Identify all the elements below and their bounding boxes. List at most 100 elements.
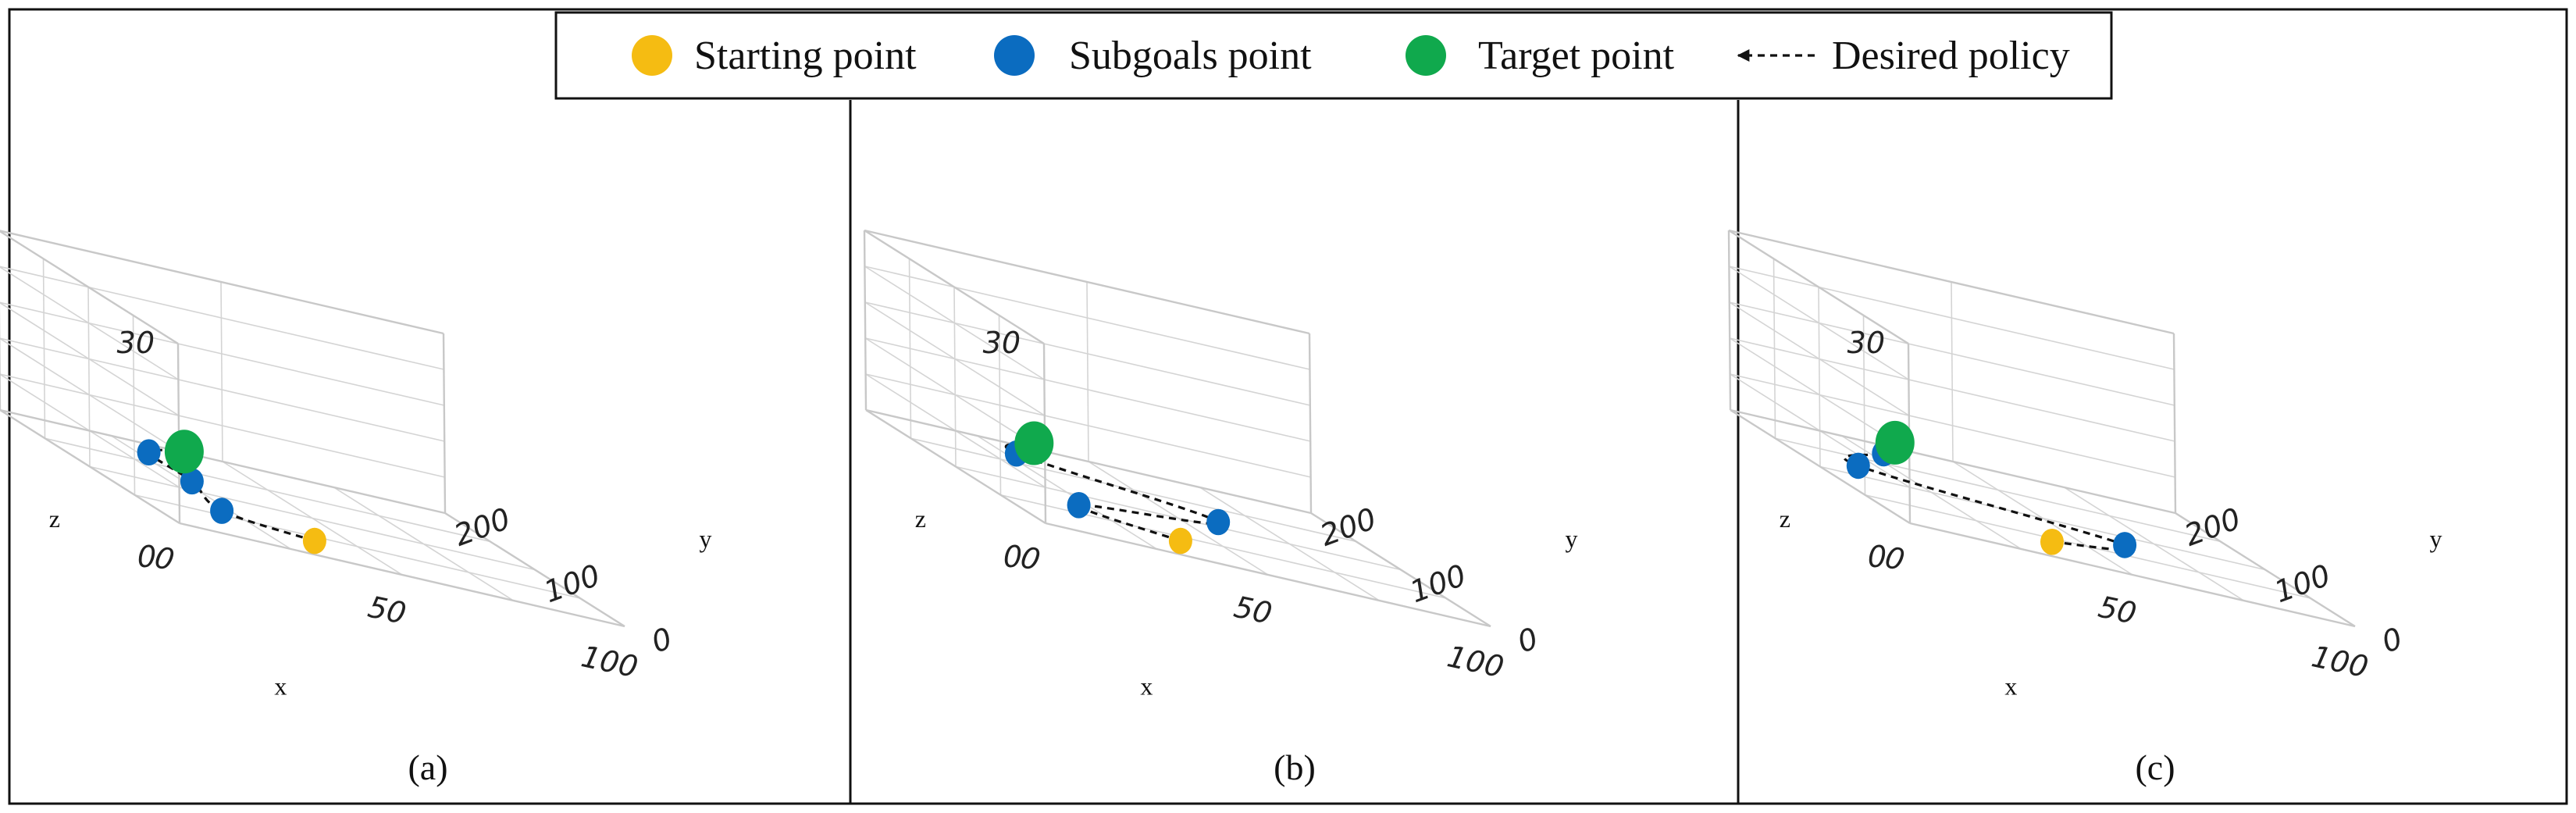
box-edge-a [0,408,446,515]
y-axis-line-c [2175,512,2356,628]
grid-line-side-wall-a [0,337,445,442]
starting-point-marker-b [1168,527,1192,554]
z-tick-label-b: 30 [983,326,1021,360]
y-tick-label-a: 0 [647,621,677,660]
subgoal-point-marker-b [1067,492,1091,519]
grid-line-side-wall-a [220,281,223,462]
y-tick-label-c: 0 [2378,621,2407,660]
y-axis-label-a: y [700,524,712,552]
z-tick-label-b: 0 [1003,540,1022,574]
grid-line-back-wall-c [1818,287,1821,467]
figure-frame [8,8,2568,805]
legend-label-starting-point: Starting point [694,34,917,78]
y-tick-label-a: 100 [540,558,604,609]
z-axis-label-b: z [915,505,926,533]
x-axis-line-b [1045,522,1491,628]
x-axis-line-c [1909,522,2356,628]
x-axis-line-a [179,522,625,628]
grid-line-side-wall-a [0,266,444,370]
y-tick-label-c: 200 [2180,501,2245,553]
x-axis-label-c: x [2004,672,2017,700]
starting-point-marker-a [302,527,326,554]
z-tick-label-a: 30 [117,326,155,360]
y-axis-label-c: y [2430,524,2442,552]
box-edge-a [0,230,179,345]
panel-c-caption: (c) [2135,747,2175,787]
grid-line-side-wall-b [865,373,1311,478]
legend: Starting point Subgoals point Target poi… [554,11,2113,100]
y-tick-label-c: 100 [2270,558,2335,609]
panel-a-caption: (a) [408,747,447,787]
y-axis-label-b: y [1566,524,1578,552]
box-edge-c [1728,229,2175,335]
box-edge-a [442,333,447,514]
grid-line-side-wall-b [1086,281,1089,462]
y-tick-label-b: 100 [1406,558,1470,609]
grid-line-side-wall-c [1729,301,2175,406]
grid-line-floor-c [1865,494,2311,599]
legend-label-target-point: Target point [1478,34,1675,78]
subgoal-point-marker-c [1846,452,1870,480]
z-axis-label-a: z [49,505,60,533]
box-edge-b [865,408,1312,515]
z-tick-label-c: 0 [1868,540,1887,574]
grid-line-side-wall-c [1729,266,2175,370]
y-tick-label-b: 0 [1513,621,1543,660]
subgoal-point-marker-a [137,439,161,465]
x-tick-label-b: 100 [1445,639,1507,684]
x-tick-label-a: 100 [579,639,641,684]
y-tick-label-b: 200 [1316,501,1381,553]
grid-line-side-wall-c [1951,281,1954,462]
grid-line-floor-a [89,465,536,571]
grid-line-floor-a [134,494,580,599]
box-edge-b [1308,333,1313,514]
x-axis-label-a: x [274,672,287,700]
x-tick-label-c: 50 [2095,590,2139,631]
x-tick-label-b: 50 [1231,590,1274,631]
x-axis-label-b: x [1140,672,1153,700]
box-edge-a [0,408,180,525]
box-edge-c [1730,408,2176,515]
grid-line-side-wall-b [865,337,1311,442]
box-edge-a [0,230,444,335]
starting-point-marker-c [2040,529,2064,555]
legend-marker-starting-point [632,35,672,76]
legend-box [554,11,2113,100]
grid-line-side-wall-b [864,301,1310,406]
x-tick-label-c: 100 [2309,639,2371,684]
subgoal-point-marker-b [1206,508,1231,536]
target-point-marker-c [1875,420,1915,465]
subgoal-point-marker-a [210,497,234,524]
target-point-marker-a [164,430,204,474]
z-tick-label-a: 0 [137,540,156,574]
grid-line-back-wall-b [953,287,957,467]
grid-line-side-wall-a [0,301,444,406]
y-axis-line-b [1310,512,1491,628]
box-edge-b [865,408,1046,525]
grid-line-side-wall-c [1730,337,2175,442]
legend-label-desired-policy: Desired policy [1832,34,2070,78]
legend-marker-target-point [1406,35,1446,76]
z-tick-label-c: 30 [1847,326,1885,360]
grid-line-side-wall-a [0,373,445,478]
grid-line-floor-b [955,465,1402,571]
grid-line-back-wall-a [87,287,91,467]
legend-marker-subgoals-point [994,35,1035,76]
box-edge-b [864,229,1045,345]
box-edge-c [1728,229,1909,345]
x-tick-label-a: 50 [365,590,408,631]
box-edge-c [1727,230,1732,411]
legend-label-subgoals-point: Subgoals point [1069,34,1312,78]
box-edge-b [864,229,1310,335]
subgoal-point-marker-a [180,468,204,495]
z-axis-label-c: z [1780,505,1790,533]
target-point-marker-b [1014,421,1054,465]
grid-line-floor-a [45,437,490,543]
box-edge-c [2172,333,2177,514]
y-tick-label-a: 200 [450,501,515,553]
grid-line-floor-b [910,437,1356,543]
box-edge-c [1730,408,1911,525]
